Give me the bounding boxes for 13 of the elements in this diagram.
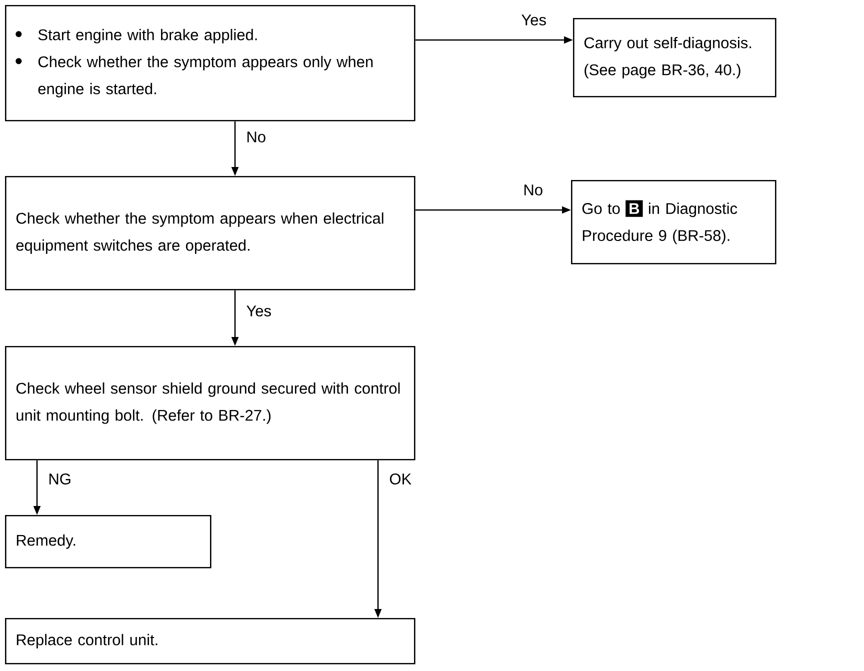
edge-label: NG bbox=[49, 474, 70, 484]
process-box: Check wheel sensor shield ground secured with control unit mounting bolt. (Refer to BR-27.) bbox=[5, 346, 416, 460]
edge-label: No bbox=[247, 132, 266, 142]
process-box: Replace control unit. bbox=[5, 618, 416, 664]
process-box: Go to B in Diagnostic Procedure 9 (BR-58). bbox=[571, 180, 776, 264]
process-box: Remedy. bbox=[5, 515, 212, 568]
process-box: Carry out self-diagnosis. (See page BR-36, 40.) bbox=[573, 18, 776, 98]
process-box: Check whether the symptom appears when electrical equipment switches are operated. bbox=[5, 176, 416, 290]
process-box: Start engine with brake applied. Check whether the symptom appears only when engine is started. bbox=[5, 5, 416, 122]
edge-label: Yes bbox=[522, 14, 546, 26]
edge-label: OK bbox=[390, 474, 412, 484]
edge-label: Yes bbox=[246, 306, 271, 316]
edge-label: No bbox=[524, 184, 542, 196]
